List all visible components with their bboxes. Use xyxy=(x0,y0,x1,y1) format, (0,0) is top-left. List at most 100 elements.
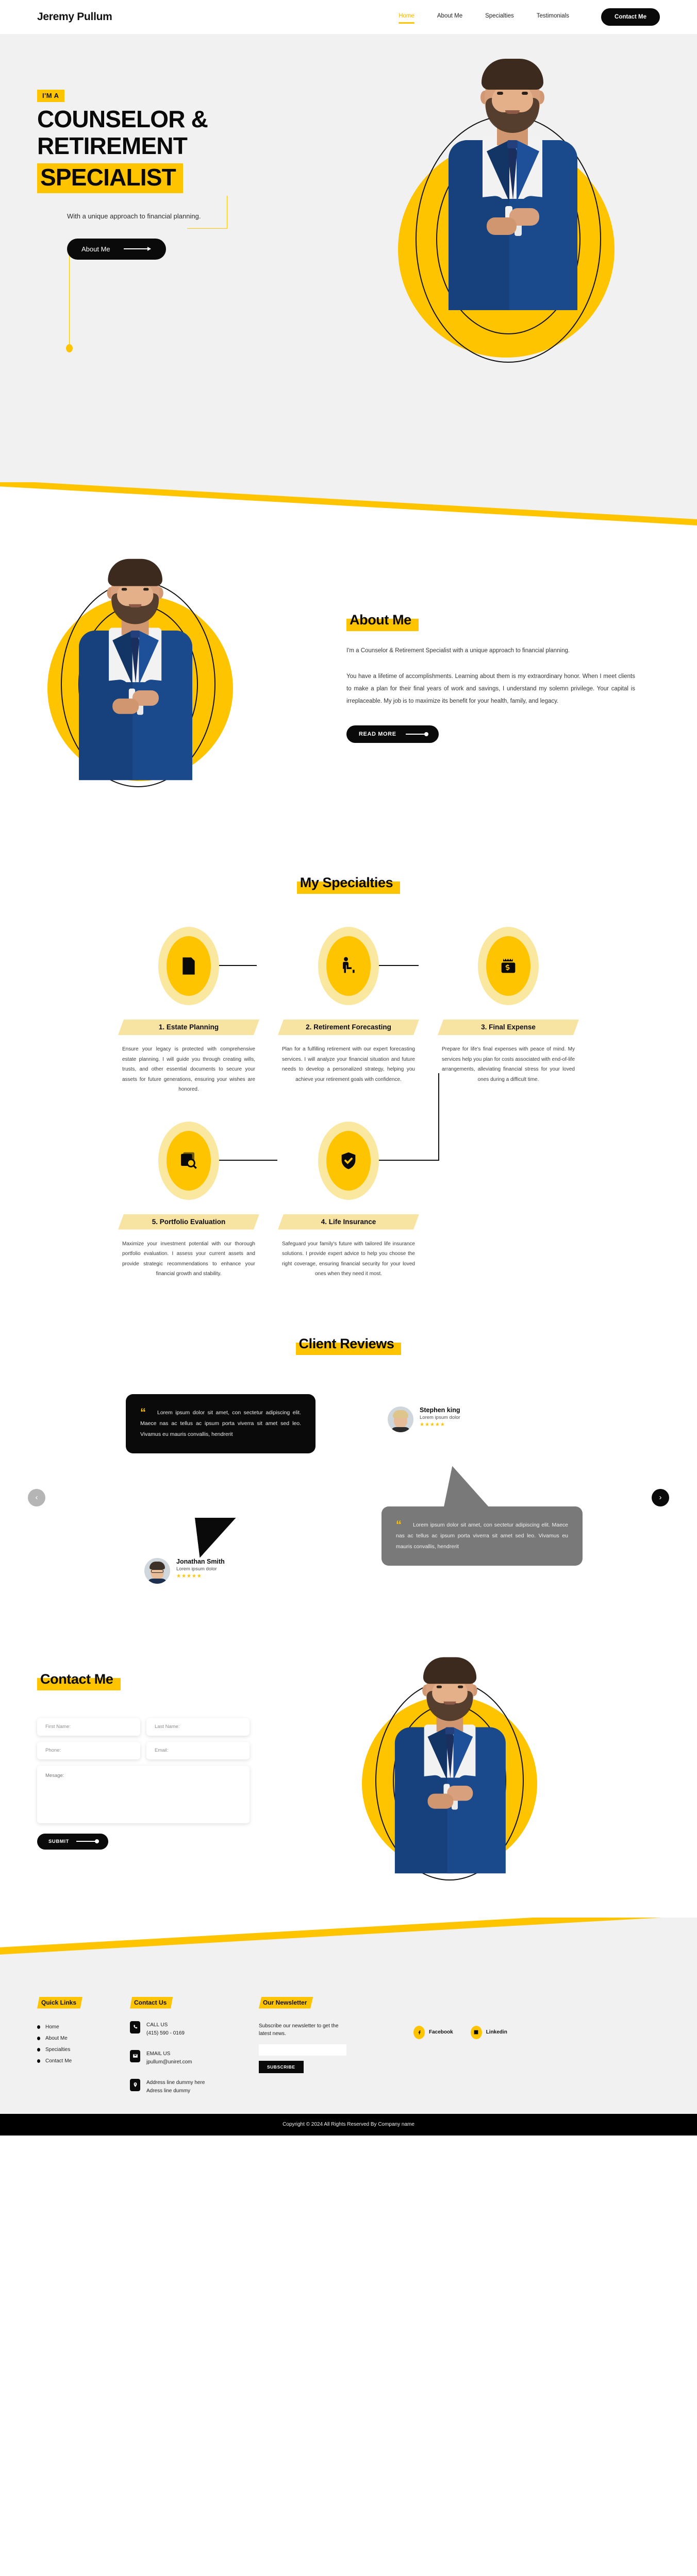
review-bubble-2: “Lorem ipsum dolor sit amet, con sectetu… xyxy=(381,1506,583,1566)
hero-title-highlight: SPECIALIST xyxy=(37,163,183,193)
specialty-card-4[interactable]: 4. Life Insurance Safeguard your family'… xyxy=(269,1121,428,1279)
email-label: EMAIL US xyxy=(146,2050,171,2057)
rating-stars: ★★★★★ xyxy=(176,1573,202,1579)
copyright-bar: Copyright © 2024 All Rights Reserved By … xyxy=(0,2113,697,2136)
nav-link-home[interactable]: Home xyxy=(399,13,414,24)
contact-section: Contact Me SUBMIT xyxy=(0,1645,697,1918)
hero-decoration xyxy=(357,54,676,461)
review-bubble-1: “Lorem ipsum dolor sit amet, con sectetu… xyxy=(126,1394,316,1453)
about-portrait xyxy=(53,554,207,781)
specialty-card-1[interactable]: 1. Estate Planning Ensure your legacy is… xyxy=(109,927,269,1095)
specialty-description: Plan for a fulfilling retirement with ou… xyxy=(282,1046,415,1082)
reviews-header: Client Reviews xyxy=(0,1334,697,1355)
bullet-icon xyxy=(37,2059,40,2063)
footer-quick-links: Quick Links Home About Me Specialties Co… xyxy=(37,1996,130,2095)
nav-link-specialties[interactable]: Specialties xyxy=(485,12,514,19)
portfolio-search-icon xyxy=(167,1130,211,1191)
newsletter-email-input[interactable] xyxy=(259,2044,346,2056)
specialty-icon-wrap xyxy=(438,927,579,1005)
document-house-icon xyxy=(167,936,211,996)
quote-icon: “ xyxy=(396,1518,402,1531)
social-facebook[interactable]: Facebook xyxy=(413,2025,453,2039)
list-item[interactable]: Specialties xyxy=(37,2047,130,2053)
submit-label: SUBMIT xyxy=(48,1838,70,1844)
read-more-label: READ MORE xyxy=(359,731,396,737)
contact-us-heading: Contact Us xyxy=(130,1996,173,2009)
social-linkedin[interactable]: Linkedin xyxy=(470,2025,507,2039)
rating-stars: ★★★★★ xyxy=(420,1421,445,1428)
landing-page: Jeremy Pullum Home About Me Specialties … xyxy=(0,0,697,2136)
facebook-label: Facebook xyxy=(429,2029,453,2035)
hero-about-me-label: About Me xyxy=(81,245,110,253)
review-author-role: Lorem ipsum dolor xyxy=(420,1414,460,1420)
specialties-section: My Specialties 1. Estate Planning Ensure… xyxy=(0,848,697,1310)
call-value: (415) 590 - 0169 xyxy=(146,2030,185,2036)
specialty-card-2[interactable]: 2. Retirement Forecasting Plan for a ful… xyxy=(269,927,428,1095)
nav-links: Home About Me Specialties Testimonials C… xyxy=(399,8,660,26)
specialty-title: 5. Portfolio Evaluation xyxy=(118,1214,259,1230)
read-more-button[interactable]: READ MORE xyxy=(346,725,439,743)
speech-bubble-tail xyxy=(195,1517,236,1558)
about-section: About Me I'm a Counselor & Retirement Sp… xyxy=(0,544,697,848)
contact-title: Contact Me xyxy=(37,1670,121,1690)
reviews-section: Client Reviews ‹ › “Lorem ipsum dolor si… xyxy=(0,1310,697,1646)
specialty-title: 4. Life Insurance xyxy=(278,1214,419,1230)
list-item[interactable]: About Me xyxy=(37,2036,130,2041)
specialty-card-5[interactable]: 5. Portfolio Evaluation Maximize your in… xyxy=(109,1121,269,1279)
speech-bubble-tail xyxy=(443,1466,491,1510)
address-line-1: Address line dummy here xyxy=(146,2079,205,2086)
contact-me-button[interactable]: Contact Me xyxy=(601,8,660,26)
connector-line-vertical-left xyxy=(69,250,70,347)
specialty-description: Maximize your investment potential with … xyxy=(122,1241,255,1277)
footer-social: Facebook Linkedin xyxy=(413,1997,660,2095)
phone-input[interactable] xyxy=(37,1741,140,1759)
quick-links-list: Home About Me Specialties Contact Me xyxy=(37,2024,130,2064)
location-pin-icon xyxy=(130,2078,140,2091)
subscribe-button[interactable]: SUBSCRIBE xyxy=(259,2060,304,2073)
carousel-prev-button[interactable]: ‹ xyxy=(28,1488,45,1506)
brand-logo[interactable]: Jeremy Pullum xyxy=(37,11,112,23)
specialty-card-3[interactable]: 3. Final Expense Prepare for life's fina… xyxy=(428,927,588,1095)
email-input[interactable] xyxy=(146,1741,250,1759)
list-item[interactable]: Home xyxy=(37,2024,130,2030)
top-navigation: Jeremy Pullum Home About Me Specialties … xyxy=(0,0,697,34)
connector-dot xyxy=(66,344,73,352)
address-line-2: Adress line dummy xyxy=(146,2088,191,2094)
specialties-row-1: 1. Estate Planning Ensure your legacy is… xyxy=(0,927,697,1095)
submit-button[interactable]: SUBMIT xyxy=(37,1833,109,1850)
footer-call-row[interactable]: CALL US (415) 590 - 0169 xyxy=(130,2021,259,2038)
footer-email-row[interactable]: EMAIL US jpullum@uniret.com xyxy=(130,2049,259,2066)
about-paragraph-2: You have a lifetime of accomplishments. … xyxy=(346,673,635,705)
bullet-icon xyxy=(37,2036,40,2040)
retirement-chair-icon xyxy=(326,936,371,996)
about-title: About Me xyxy=(346,611,419,631)
first-name-input[interactable] xyxy=(37,1718,140,1736)
hero-about-me-button[interactable]: About Me xyxy=(67,238,166,260)
nav-link-about-me[interactable]: About Me xyxy=(437,12,463,19)
icon-halo xyxy=(158,927,219,1005)
review-author-1: Jonathan Smith Lorem ipsum dolor ★★★★★ xyxy=(144,1557,225,1584)
connector-line xyxy=(357,1159,439,1161)
specialties-header: My Specialties xyxy=(0,874,697,894)
newsletter-heading: Our Newsletter xyxy=(259,1996,313,2009)
specialty-title: 2. Retirement Forecasting xyxy=(278,1020,419,1035)
list-item[interactable]: Contact Me xyxy=(37,2058,130,2064)
bullet-icon xyxy=(37,2047,40,2052)
hero-eyebrow: I'M A xyxy=(37,90,64,102)
specialty-title: 3. Final Expense xyxy=(438,1020,579,1035)
contact-portrait xyxy=(369,1653,520,1873)
review-author-name: Jonathan Smith xyxy=(176,1557,225,1565)
section-divider-bottom xyxy=(0,1917,697,1979)
specialty-icon-wrap xyxy=(118,1121,259,1200)
section-divider-top xyxy=(0,482,697,544)
last-name-input[interactable] xyxy=(146,1718,250,1736)
arrow-right-icon xyxy=(123,247,151,251)
specialty-icon-wrap xyxy=(118,927,259,1005)
review-text-2: “Lorem ipsum dolor sit amet, con sectetu… xyxy=(396,1518,568,1550)
arrow-dot-icon xyxy=(76,1839,99,1843)
call-info: CALL US (415) 590 - 0169 xyxy=(146,2021,185,2038)
bullet-icon xyxy=(37,2025,40,2029)
nav-link-testimonials[interactable]: Testimonials xyxy=(536,12,570,19)
message-textarea[interactable] xyxy=(37,1765,250,1823)
carousel-next-button[interactable]: › xyxy=(652,1488,669,1506)
